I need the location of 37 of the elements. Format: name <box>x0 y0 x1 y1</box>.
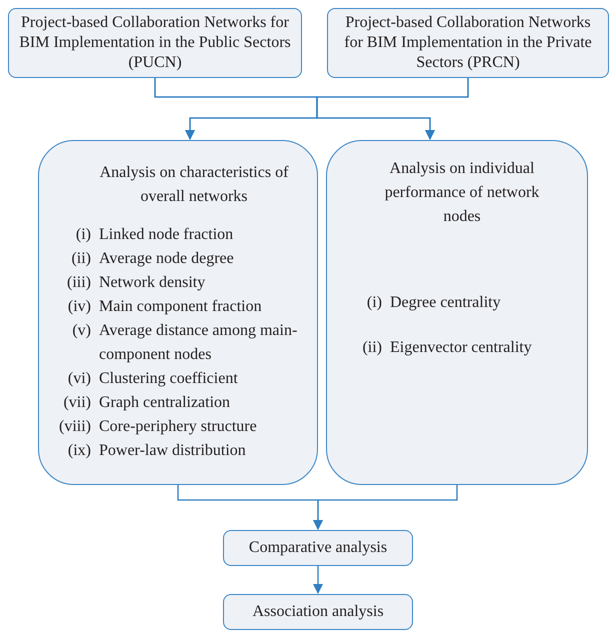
list-item: Eigenvector centrality <box>390 339 532 356</box>
box-title: Comparative analysis <box>248 538 388 558</box>
process-box <box>8 8 302 78</box>
list-numeral: (i) <box>366 294 382 311</box>
process-box <box>327 8 609 78</box>
box-title: Association analysis <box>252 602 384 622</box>
list-numeral: (ii) <box>362 339 382 356</box>
process-box <box>223 530 413 566</box>
list-numeral: (v) <box>72 322 91 339</box>
list-item: Network density <box>99 274 206 291</box>
list-item: Graph centralization <box>99 394 230 411</box>
list-item: Average node degree <box>99 250 234 267</box>
list-numeral: (ix) <box>68 442 91 459</box>
arrow <box>313 485 458 530</box>
list-item: Power-law distribution <box>99 442 246 459</box>
list-item: Core-periphery structure <box>99 418 257 435</box>
list-numeral: (vii) <box>63 394 91 411</box>
box-title: Project-based Collaboration Networks for BIM Implementation in the Public Sectors (PUCN) <box>18 13 292 73</box>
rounded-panel <box>326 140 588 485</box>
list-numeral: (iv) <box>68 298 91 315</box>
list-numeral: (iii) <box>67 274 91 291</box>
list-item: Clustering coefficient <box>99 370 238 387</box>
list-numeral: (viii) <box>59 418 91 435</box>
list-numeral: (ii) <box>71 250 91 267</box>
panel-heading: Analysis on characteristics of overall networks <box>100 164 288 205</box>
panel-heading: Analysis on individual performance of network nodes <box>384 160 540 225</box>
arrow <box>316 78 469 140</box>
box-title: Project-based Collaboration Networks for BIM Implementation in the Private Sectors (PRCN) <box>343 13 593 73</box>
list-item: Average distance among main-component nodes <box>99 322 298 363</box>
list-numeral: (vi) <box>68 370 91 387</box>
list-numeral: (i) <box>76 226 91 243</box>
process-box <box>223 594 413 630</box>
arrow <box>313 566 323 594</box>
list-item: Main component fraction <box>99 298 262 315</box>
rounded-panel <box>38 140 318 485</box>
list-item: Linked node fraction <box>99 226 234 243</box>
list-item: Degree centrality <box>390 294 501 311</box>
